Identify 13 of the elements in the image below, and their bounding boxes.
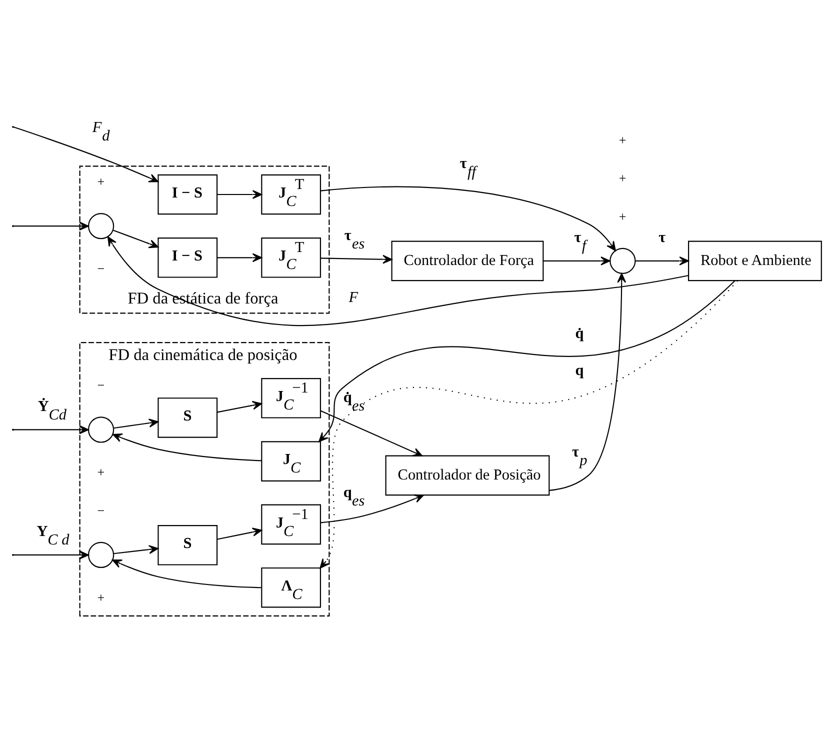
- label: −: [97, 261, 105, 276]
- label: +: [97, 590, 105, 605]
- label: +: [97, 174, 105, 189]
- edge-label: F: [348, 288, 358, 306]
- label: +: [97, 464, 105, 480]
- label: +: [618, 208, 626, 224]
- label: +: [618, 132, 626, 148]
- label: −: [97, 378, 105, 393]
- label: +: [618, 170, 626, 186]
- label: −: [97, 502, 105, 518]
- edge-label: q: [575, 362, 584, 379]
- edge-label: q̇: [575, 324, 584, 342]
- edge-label: τ: [658, 229, 666, 246]
